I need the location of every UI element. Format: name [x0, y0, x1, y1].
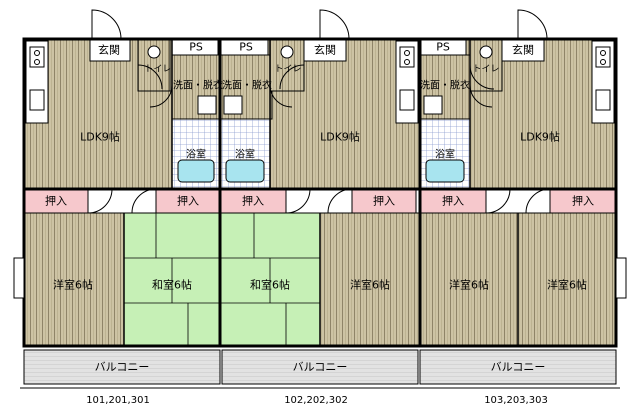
entrance-label: 玄関	[98, 43, 120, 57]
entrance-label: 玄関	[314, 43, 336, 57]
washroom-label: 洗面・脱衣	[222, 80, 272, 92]
wash-basin	[197, 95, 217, 115]
burner	[600, 50, 606, 56]
entrance-label: 玄関	[512, 43, 534, 57]
western-room	[23, 212, 125, 347]
western-room-label: 洋室6帖	[350, 278, 390, 292]
balcony-label: バルコニー	[292, 360, 348, 374]
sink	[399, 89, 415, 111]
balcony	[23, 349, 221, 385]
toilet-label: トイレ	[274, 64, 302, 75]
stove	[29, 46, 45, 68]
unit-numbers: 102,202,302	[284, 395, 348, 406]
bath-label: 浴室	[186, 149, 206, 161]
closet-label: 押入	[572, 194, 594, 208]
sink	[595, 89, 611, 111]
toilet	[469, 38, 503, 92]
closet	[351, 188, 417, 214]
burner	[600, 59, 606, 65]
toilet-bowl	[147, 45, 161, 59]
toilet-label: トイレ	[472, 64, 500, 75]
sink	[29, 89, 45, 111]
unit-b	[219, 38, 421, 385]
balcony-label: バルコニー	[490, 360, 546, 374]
balcony	[221, 349, 419, 385]
ps-label: PS	[239, 40, 253, 54]
windows	[13, 257, 627, 299]
closet-label: 押入	[177, 194, 199, 208]
closet	[219, 188, 287, 214]
closet-label: 押入	[373, 194, 395, 208]
toilet-bowl	[280, 45, 294, 59]
toilet-bowl	[479, 45, 493, 59]
toilet-label: トイレ	[144, 64, 172, 75]
balcony	[419, 349, 617, 385]
wash-basin	[423, 95, 443, 115]
unit-a	[23, 38, 221, 385]
bath-label: 浴室	[235, 149, 255, 161]
unit-numbers: 103,203,303	[484, 395, 548, 406]
burner	[34, 50, 40, 56]
wash-basin	[223, 95, 243, 115]
unit-numbers: 101,201,301	[86, 395, 150, 406]
ps-label: PS	[189, 40, 203, 54]
western-room-label: 洋室6帖	[547, 278, 587, 292]
ps-label: PS	[436, 40, 450, 54]
doors	[87, 9, 551, 214]
bathtub	[425, 159, 465, 183]
western-room-label: 洋室6帖	[449, 278, 489, 292]
bathtub	[177, 159, 215, 183]
stove	[595, 46, 611, 68]
walls	[22, 37, 618, 348]
closet-label: 押入	[45, 194, 67, 208]
bathtub	[225, 159, 265, 183]
burner	[404, 50, 410, 56]
closet-label: 押入	[442, 194, 464, 208]
burner	[34, 59, 40, 65]
ldk-label: LDK9帖	[520, 130, 560, 144]
burner	[404, 59, 410, 65]
stove	[399, 46, 415, 68]
japanese-room-label: 和室6帖	[152, 278, 192, 292]
ldk-label: LDK9帖	[320, 130, 360, 144]
washroom-label: 洗面・脱衣	[420, 80, 470, 92]
western-room-label: 洋室6帖	[53, 278, 93, 292]
closet-label: 押入	[242, 194, 264, 208]
japanese-room-label: 和室6帖	[250, 278, 290, 292]
ldk-label: LDK9帖	[80, 130, 120, 144]
bath-label: 浴室	[435, 149, 455, 161]
balcony-label: バルコニー	[94, 360, 150, 374]
washroom-label: 洗面・脱衣	[173, 80, 223, 92]
western-room	[419, 212, 519, 347]
